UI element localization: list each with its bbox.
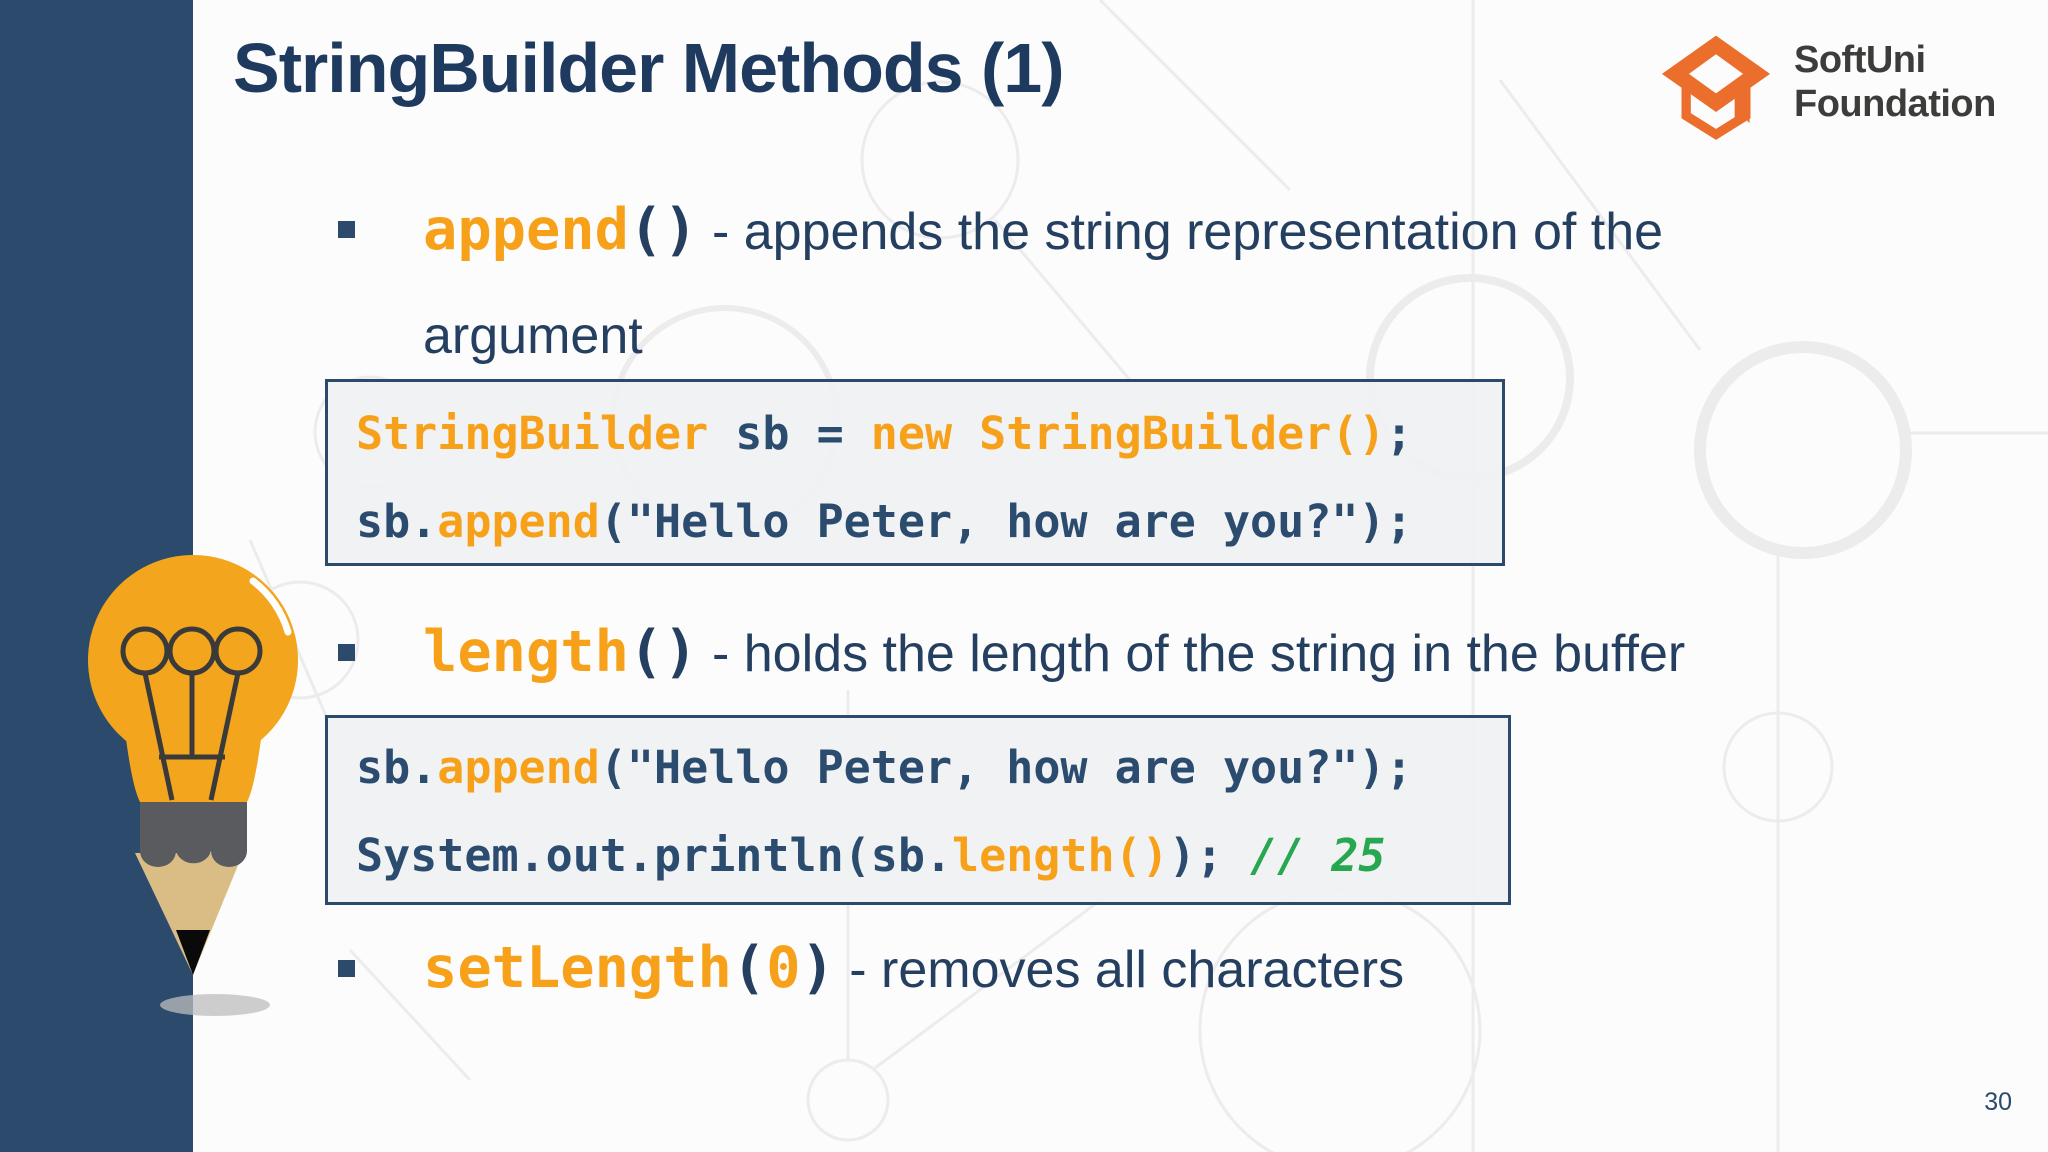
code-line: StringBuilder sb = new StringBuilder(); bbox=[356, 390, 1502, 478]
token-term: length bbox=[423, 619, 629, 685]
token-termp: ( bbox=[731, 935, 767, 1001]
token-text: - holds the length of the string in the … bbox=[697, 625, 1686, 683]
page-title: StringBuilder Methods (1) bbox=[233, 29, 1065, 107]
logo-text: SoftUni Foundation bbox=[1794, 38, 1996, 126]
pencil-shadow bbox=[160, 994, 270, 1016]
token-term: 0 bbox=[766, 935, 801, 1001]
token-termp: ) bbox=[800, 935, 835, 1001]
token-c: System.out.println(sb. bbox=[356, 829, 953, 882]
token-c: sb. bbox=[356, 495, 438, 548]
token-c: ("Hello Peter, how are you?"); bbox=[599, 741, 1413, 794]
token-term: append bbox=[423, 197, 629, 263]
code-block-length: sb.append("Hello Peter, how are you?"); … bbox=[325, 715, 1511, 905]
bullet-append: append() - appends the string representa… bbox=[423, 178, 1703, 388]
token-kw: append bbox=[437, 495, 600, 548]
token-c: sb = bbox=[708, 407, 871, 460]
token-text: - removes all characters bbox=[834, 941, 1405, 999]
token-kw: StringBuilder bbox=[356, 407, 709, 460]
bullet-setlength: setLength(0) - removes all characters bbox=[423, 916, 1823, 1022]
code-line: sb.append("Hello Peter, how are you?"); bbox=[356, 724, 1508, 812]
bullet-length: length() - holds the length of the strin… bbox=[423, 600, 2043, 706]
code-line: sb.append("Hello Peter, how are you?"); bbox=[356, 478, 1502, 566]
page-number: 30 bbox=[1984, 1088, 2012, 1116]
bullet-marker bbox=[338, 221, 355, 238]
softuni-foundation-logo: SoftUni Foundation bbox=[1660, 30, 1996, 140]
pencil-graphite-tip bbox=[176, 930, 210, 975]
token-termp: () bbox=[628, 619, 698, 685]
token-c: ; bbox=[1385, 407, 1413, 460]
pencil-wood bbox=[135, 853, 243, 975]
code-block-append: StringBuilder sb = new StringBuilder(); … bbox=[325, 379, 1505, 566]
bulb-head bbox=[88, 555, 298, 765]
lightbulb-pencil-illustration bbox=[88, 555, 298, 1016]
token-comment: // 25 bbox=[1250, 829, 1386, 882]
token-termp: () bbox=[628, 197, 698, 263]
logo-line1: SoftUni bbox=[1794, 39, 1926, 81]
token-kw: length() bbox=[952, 829, 1169, 882]
bulb-highlight bbox=[249, 577, 292, 636]
bulb-filament bbox=[120, 626, 263, 801]
logo-line2: Foundation bbox=[1794, 83, 1996, 125]
token-c: ); bbox=[1168, 829, 1251, 882]
code-line: System.out.println(sb.length()); // 25 bbox=[356, 812, 1508, 900]
token-text: - appends the string representation of t… bbox=[423, 203, 1664, 365]
token-c: sb. bbox=[356, 741, 438, 794]
token-kw: new StringBuilder() bbox=[870, 407, 1386, 460]
bullet-marker bbox=[338, 960, 355, 977]
pencil-ferrule bbox=[140, 797, 247, 867]
token-kw: append bbox=[437, 741, 600, 794]
token-term: setLength bbox=[423, 935, 732, 1001]
bullet-marker bbox=[338, 644, 355, 661]
softuni-logo-icon bbox=[1661, 35, 1771, 140]
token-c: ("Hello Peter, how are you?"); bbox=[599, 495, 1413, 548]
